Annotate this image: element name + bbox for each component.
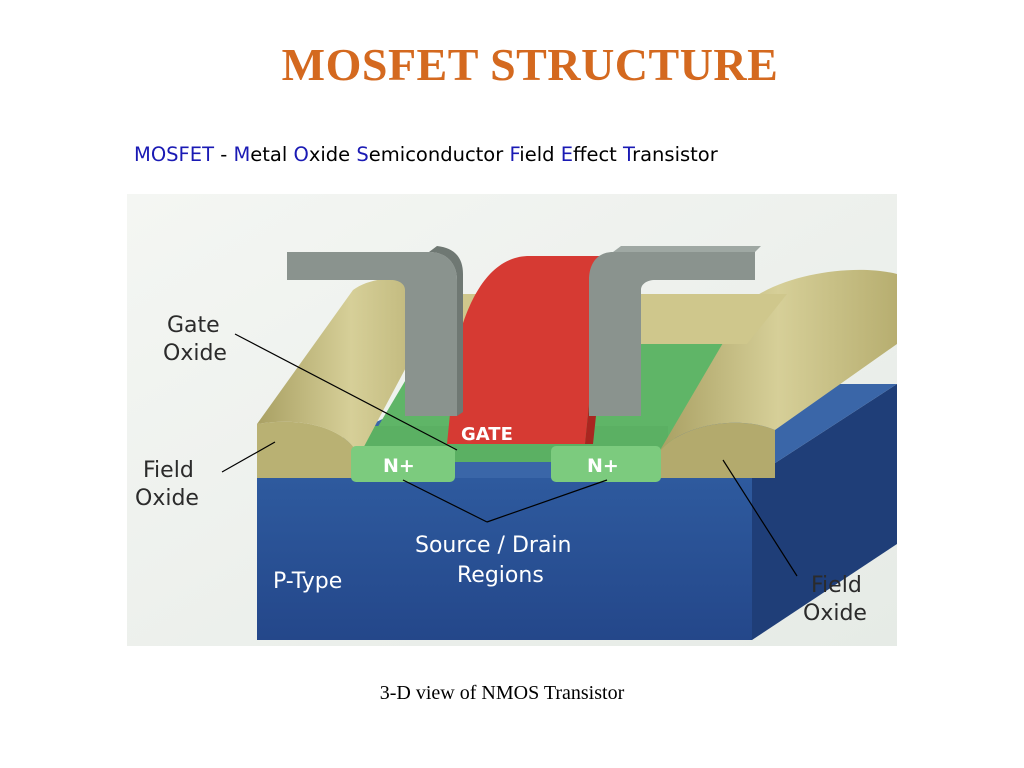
source-drain-leader-left	[402, 479, 488, 523]
acronym-word: Field	[509, 143, 555, 166]
field-oxide-right	[659, 422, 775, 478]
n-plus-right-label: N+	[587, 455, 619, 477]
slide-title: MOSFET STRUCTURE	[281, 39, 779, 90]
nmos-3d-diagram: Gate Oxide Field Oxide Field Oxide GATE …	[127, 194, 897, 646]
field-oxide-left-label-line2: Oxide	[135, 486, 199, 511]
gate-label: GATE	[461, 424, 513, 445]
source-contact-side	[429, 246, 463, 416]
acronym-abbr: MOSFET	[134, 143, 214, 166]
p-type-substrate	[257, 478, 752, 640]
substrate-side-face	[752, 384, 897, 640]
source-drain-label-line1: Source / Drain	[415, 533, 571, 558]
source-drain-leader-right	[486, 479, 608, 523]
field-oxide-right-label-line1: Field	[811, 573, 862, 598]
field-oxide-right-leader	[722, 459, 798, 577]
drain-contact	[589, 252, 755, 416]
drain-contact-side	[613, 246, 761, 252]
gate-oxide-label-line1: Gate	[167, 313, 220, 338]
acronym-word: Transistor	[623, 143, 718, 166]
p-type-label: P-Type	[273, 569, 342, 594]
field-oxide-left-top	[257, 278, 445, 456]
acronym-definition: MOSFET - Metal Oxide Semiconductor Field…	[134, 143, 718, 166]
acronym-word: Oxide	[293, 143, 351, 166]
field-oxide-right-top	[659, 269, 897, 452]
acronym-word: Metal	[233, 143, 288, 166]
gate-polysilicon	[447, 256, 632, 444]
label-leader-lines	[221, 333, 798, 577]
field-oxide-left-label-line1: Field	[143, 458, 194, 483]
gate-oxide-label-line2: Oxide	[163, 341, 227, 366]
n-plus-left-region	[351, 446, 455, 482]
gate-oxide-leader	[234, 333, 458, 451]
n-plus-left-label: N+	[383, 455, 415, 477]
source-drain-label-line2: Regions	[457, 563, 544, 588]
figure-caption: 3-D view of NMOS Transistor	[379, 682, 625, 704]
field-oxide-left	[257, 421, 359, 478]
acronym-word: Effect	[560, 143, 617, 166]
source-contact	[287, 252, 457, 416]
n-plus-right-region	[551, 446, 661, 482]
field-oxide-right-label-line2: Oxide	[803, 601, 867, 626]
acronym-separator: -	[214, 143, 234, 166]
field-oxide-left-leader	[221, 441, 276, 473]
acronym-word: Semiconductor	[356, 143, 504, 166]
